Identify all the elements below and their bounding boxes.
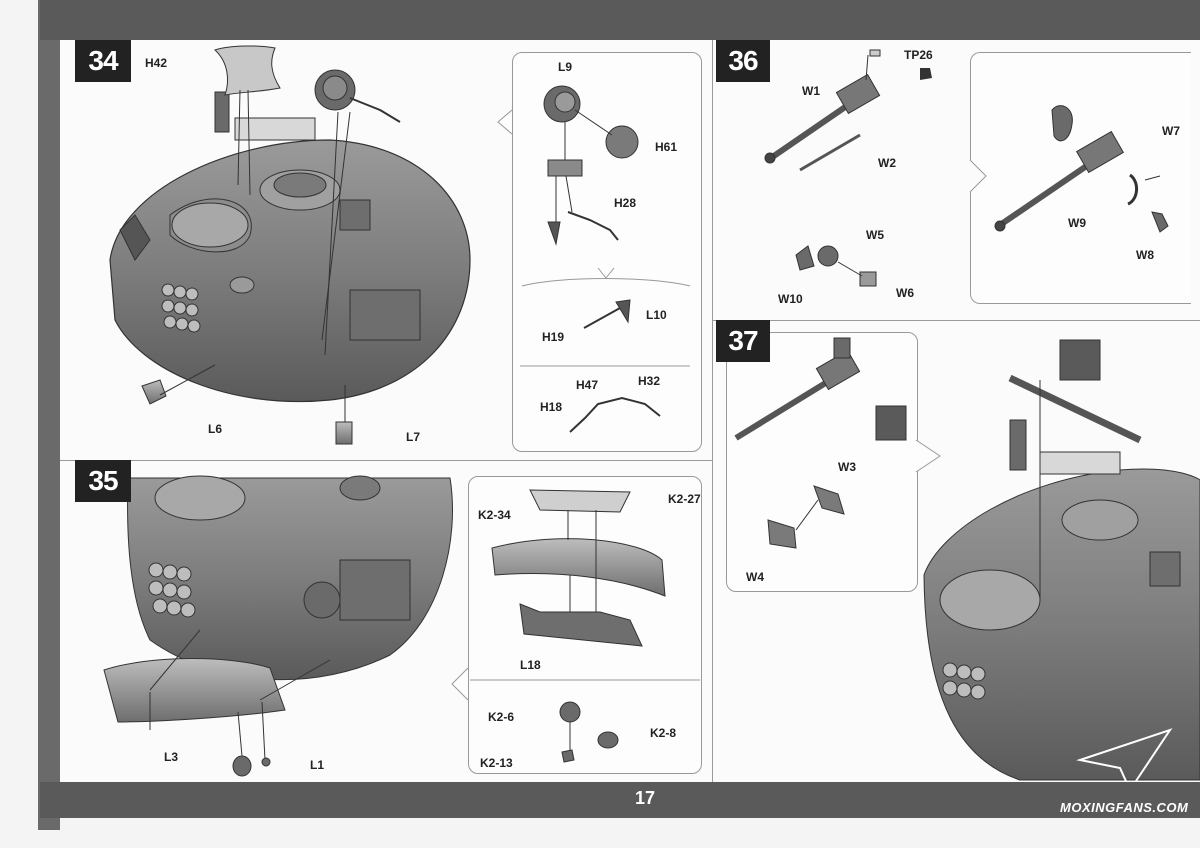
part-l7 (335, 385, 353, 445)
label-w2: W2 (878, 156, 896, 170)
turret-assembly-34 (109, 91, 471, 403)
machine-gun-36 (764, 49, 1169, 287)
vertical-divider (712, 40, 713, 782)
label-l7: L7 (406, 430, 421, 444)
label-l10: L10 (646, 308, 667, 322)
label-w8: W8 (1136, 248, 1154, 262)
callout35-parts (470, 489, 700, 763)
label-l3: L3 (164, 750, 179, 764)
page-number: 17 (634, 788, 656, 808)
label-k2-13: K2-13 (480, 756, 513, 770)
step-34-badge: 34 (75, 40, 131, 82)
label-k2-8: K2-8 (650, 726, 677, 740)
label-k2-27: K2-27 (668, 492, 701, 506)
step-37-badge: 37 (716, 320, 770, 362)
left-binding-bar (38, 0, 60, 830)
bottom-footer-bar (40, 782, 1200, 818)
label-tp26: TP26 (904, 48, 933, 62)
label-w6: W6 (896, 286, 914, 300)
label-h42: H42 (145, 56, 168, 70)
part-h42 (214, 45, 281, 96)
turret-assembly-37 (923, 339, 1200, 781)
label-l18: L18 (520, 658, 541, 672)
label-w1: W1 (802, 84, 820, 98)
callout-pointer-35 (451, 667, 469, 701)
callout-pointer-34 (497, 109, 513, 135)
watermark-text: MOXINGFANS.COM (1060, 800, 1189, 815)
label-l1: L1 (310, 758, 325, 772)
step34-callout-box (512, 52, 702, 452)
label-h28: H28 (614, 196, 637, 210)
callout-pointer-36 (969, 159, 987, 193)
callout-pointer-37 (915, 439, 941, 473)
label-l6: L6 (208, 422, 223, 436)
label-h18: H18 (540, 400, 563, 414)
machine-gun-37 (734, 337, 907, 549)
label-h32: H32 (638, 374, 661, 388)
label-w5: W5 (866, 228, 884, 242)
label-w9: W9 (1068, 216, 1086, 230)
horizontal-divider-left (60, 460, 712, 461)
part-l6 (141, 364, 216, 405)
top-header-bar (40, 0, 1200, 40)
horizontal-divider-right (712, 320, 1200, 321)
label-h47: H47 (576, 378, 599, 392)
step-36-badge: 36 (716, 40, 770, 82)
label-w4: W4 (746, 570, 764, 584)
step-35-badge: 35 (75, 460, 131, 502)
label-w7: W7 (1162, 124, 1180, 138)
label-h61: H61 (655, 140, 678, 154)
label-w3: W3 (838, 460, 856, 474)
turret-assembly-35 (127, 475, 453, 681)
label-k2-34: K2-34 (478, 508, 511, 522)
label-w10: W10 (778, 292, 803, 306)
label-h19: H19 (542, 330, 565, 344)
part-searchlight-34 (314, 69, 401, 356)
callout34-parts (520, 85, 691, 433)
label-l9: L9 (558, 60, 573, 74)
basket-part-35 (103, 629, 331, 777)
label-k2-6: K2-6 (488, 710, 515, 724)
